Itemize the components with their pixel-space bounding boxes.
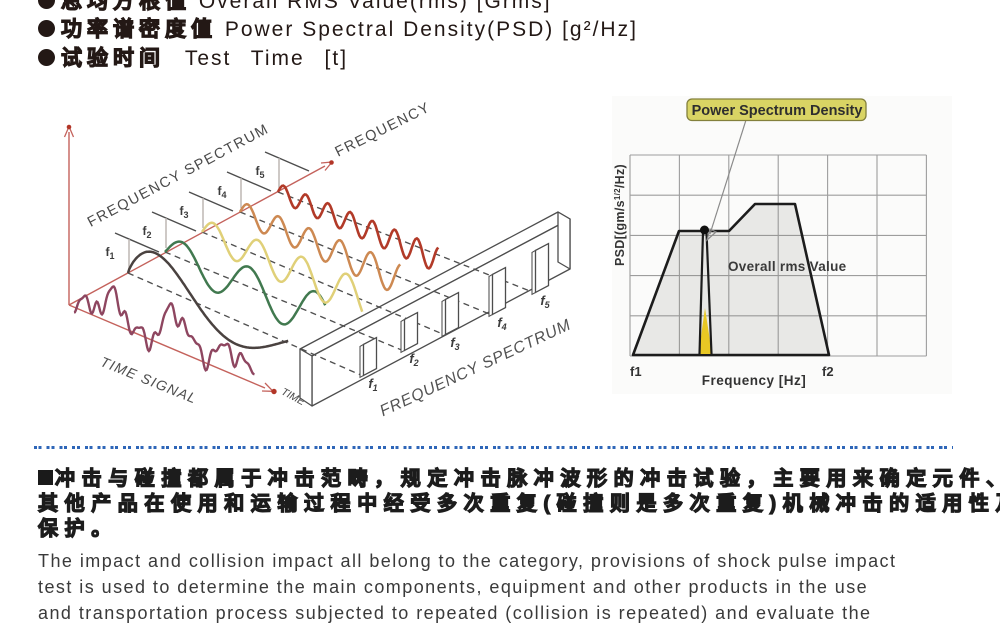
- svg-text:f5: f5: [255, 164, 264, 180]
- svg-text:f1: f1: [368, 376, 377, 393]
- svg-text:f4: f4: [497, 315, 506, 332]
- svg-text:f3: f3: [179, 204, 188, 220]
- svg-text:PSD[(gm/s1/2/Hz): PSD[(gm/s1/2/Hz): [613, 164, 627, 266]
- svg-text:f3: f3: [450, 335, 459, 352]
- svg-text:TIME SIGNAL: TIME SIGNAL: [98, 353, 199, 406]
- svg-text:f2: f2: [409, 351, 418, 368]
- svg-text:f1: f1: [630, 364, 642, 379]
- svg-text:Frequency [Hz]: Frequency [Hz]: [702, 373, 807, 388]
- svg-text:f1: f1: [105, 245, 114, 261]
- svg-text:f4: f4: [217, 184, 226, 200]
- svg-text:f5: f5: [540, 293, 550, 310]
- svg-text:Power Spectrum Density: Power Spectrum Density: [692, 103, 863, 119]
- svg-text:f2: f2: [822, 364, 834, 379]
- svg-text:f2: f2: [142, 224, 151, 240]
- svg-text:Overall rms Value: Overall rms Value: [728, 259, 847, 274]
- svg-text:FREQUENCY: FREQUENCY: [333, 100, 434, 161]
